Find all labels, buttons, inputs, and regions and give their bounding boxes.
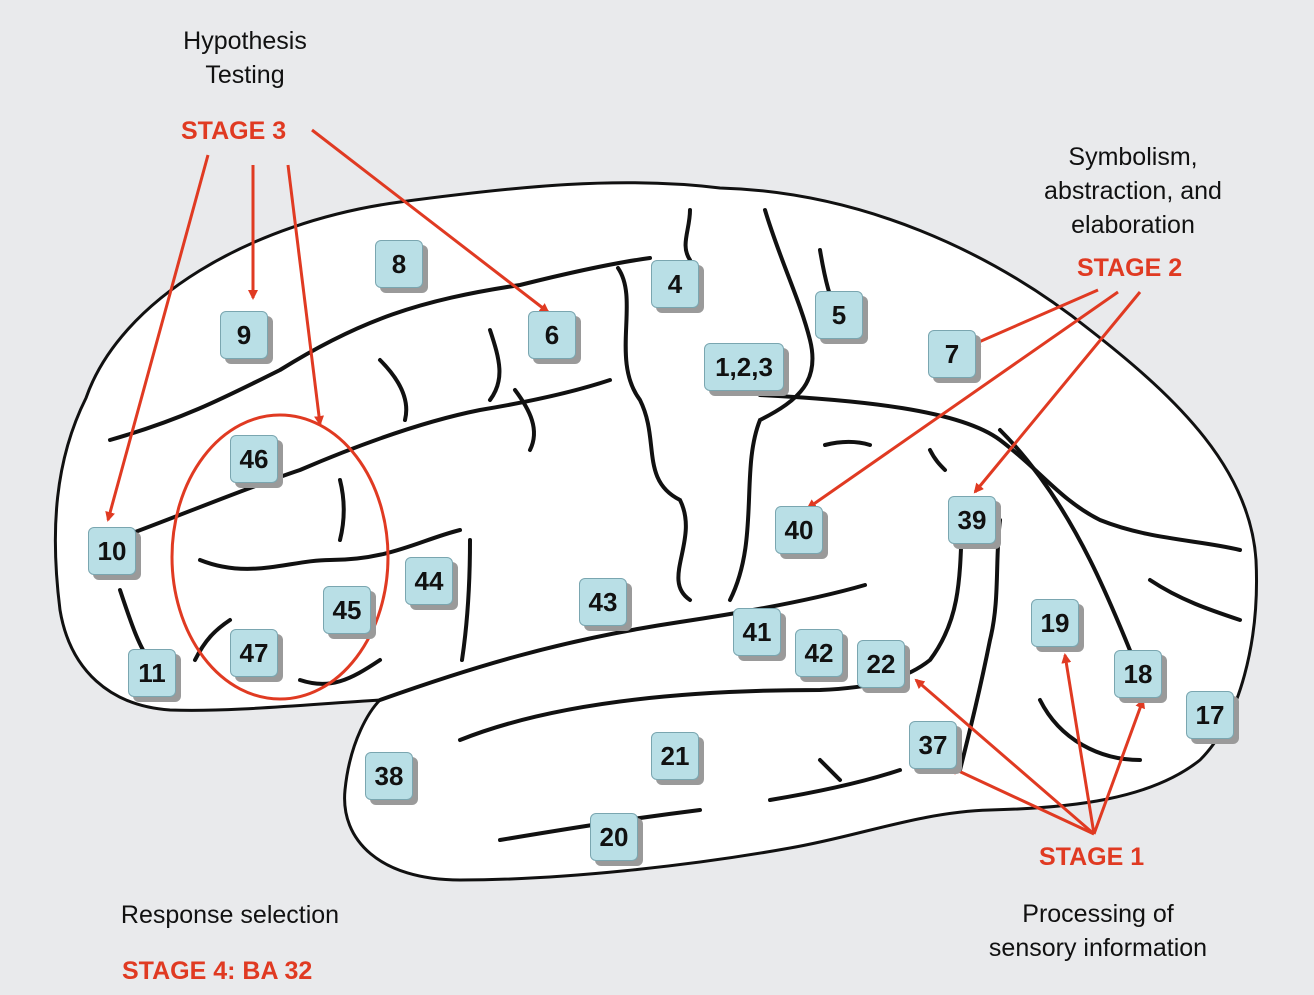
stage3-ellipse (170, 413, 390, 701)
area-box-18: 18 (1114, 650, 1162, 698)
area-box-10: 10 (88, 527, 136, 575)
arrow-stage1-to-18 (1092, 698, 1145, 835)
stage4-caption: Response selection (120, 901, 340, 929)
area-box-45: 45 (323, 586, 371, 634)
area-box-47: 47 (230, 629, 278, 677)
area-box-38: 38 (365, 752, 413, 800)
area-box-42: 42 (795, 629, 843, 677)
arrow-stage3-to-46 (286, 164, 324, 426)
area-box-43: 43 (579, 578, 627, 626)
arrow-stage1-to-19 (1061, 653, 1096, 835)
stage2-caption: Symbolism, abstraction, and elaboration (1028, 140, 1238, 242)
stage1-caption-line2: sensory information (988, 934, 1208, 962)
area-box-40: 40 (775, 506, 823, 554)
stage3-caption: Hypothesis Testing (145, 24, 345, 92)
stage2-caption-line2: abstraction, and (1044, 177, 1222, 205)
area-box-17: 17 (1186, 691, 1234, 739)
area-box-6: 6 (528, 311, 576, 359)
area-box-22: 22 (857, 640, 905, 688)
stage2-caption-line1: Symbolism, (1068, 143, 1198, 171)
area-box-1-2-3: 1,2,3 (704, 343, 784, 391)
area-box-39: 39 (948, 496, 996, 544)
area-box-4: 4 (651, 260, 699, 308)
area-box-21: 21 (651, 732, 699, 780)
area-box-44: 44 (405, 557, 453, 605)
stage1-caption: Processing of sensory information (958, 897, 1238, 965)
arrow-stage1-to-37 (948, 765, 1095, 836)
stage1-caption-line1: Processing of (1022, 900, 1174, 928)
arrow-stage3-to-6 (311, 128, 550, 314)
stage2-label: STAGE 2 (1077, 254, 1183, 282)
arrow-stage3-to-10 (105, 154, 210, 522)
arrow-stage1-to-22 (914, 678, 1095, 836)
area-box-8: 8 (375, 240, 423, 288)
stage3-label: STAGE 3 (181, 117, 287, 145)
stage3-caption-line1: Hypothesis (183, 27, 307, 55)
area-box-46: 46 (230, 435, 278, 483)
area-box-11: 11 (128, 649, 176, 697)
area-box-37: 37 (909, 721, 957, 769)
area-box-5: 5 (815, 291, 863, 339)
area-box-20: 20 (590, 813, 638, 861)
stage3-caption-line2: Testing (205, 61, 285, 89)
area-box-7: 7 (928, 330, 976, 378)
arrow-stage2-to-7 (970, 288, 1099, 347)
area-box-9: 9 (220, 311, 268, 359)
area-box-19: 19 (1031, 599, 1079, 647)
stage1-label: STAGE 1 (1039, 843, 1145, 871)
stage2-caption-line3: elaboration (1071, 211, 1195, 239)
area-box-41: 41 (733, 608, 781, 656)
arrow-stage2-to-40 (806, 290, 1119, 510)
arrow-stage2-to-39 (973, 291, 1142, 494)
stage4-label: STAGE 4: BA 32 (122, 957, 313, 985)
